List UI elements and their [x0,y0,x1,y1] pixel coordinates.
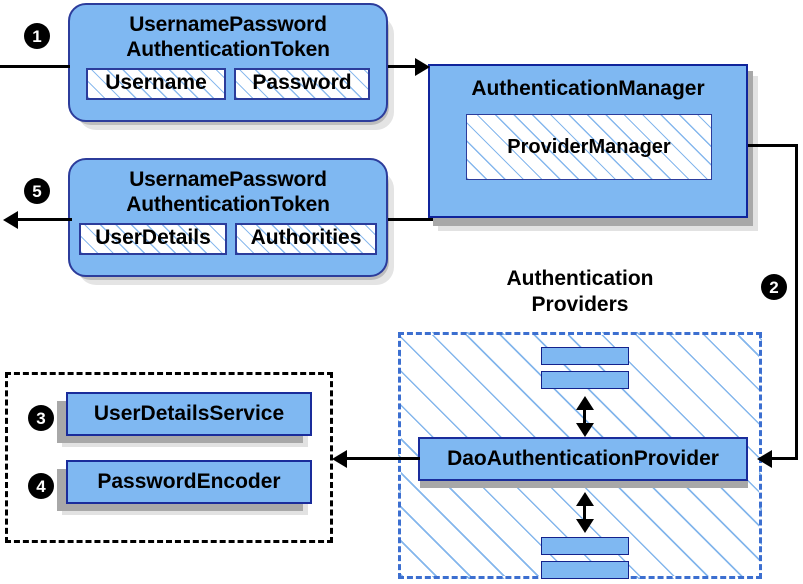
provider-chain-arrow-up-bottom [576,492,594,506]
manager-to-providers-line-vertical [795,144,798,460]
authentication-manager-title: AuthenticationManager [471,77,705,100]
authentication-manager-box[interactable]: AuthenticationManager ProviderManager [428,64,748,218]
request-to-manager-line [388,65,423,68]
provider-placeholder-top-2[interactable] [541,371,629,389]
provider-placeholder-bottom-2[interactable] [541,561,629,579]
provider-chain-arrow-up-top [576,396,594,410]
request-token-title: UsernamePassword AuthenticationToken [70,5,386,62]
authorities-field[interactable]: Authorities [235,223,377,255]
provider-chain-line-bottom [583,500,586,522]
provider-manager-box[interactable]: ProviderManager [466,114,712,180]
response-token-title: UsernamePassword AuthenticationToken [70,160,386,217]
request-inbound-line [0,65,70,68]
passwordencoder-box[interactable]: PasswordEncoder [66,460,312,504]
step-badge-5: 5 [24,178,50,204]
provider-chain-arrow-down-bottom [576,519,594,533]
provider-dependencies-container [5,372,333,543]
dao-to-dependencies-arrowhead [332,450,347,468]
provider-placeholder-top-1[interactable] [541,347,629,365]
request-token-fields: Username Password [70,68,386,100]
response-token-title-line2: AuthenticationToken [126,193,330,216]
response-outbound-arrowhead [3,211,18,229]
authentication-providers-label: Authentication Providers [460,266,700,318]
userdetailsservice-box[interactable]: UserDetailsService [66,392,312,436]
dao-authentication-provider-box[interactable]: DaoAuthenticationProvider [418,437,748,481]
dao-to-dependencies-line [345,457,420,460]
response-authentication-token-box[interactable]: UsernamePassword AuthenticationToken Use… [68,158,388,277]
provider-chain-arrow-down-top [576,423,594,437]
response-outbound-line [16,218,72,221]
password-field[interactable]: Password [234,68,370,100]
request-token-title-line2: AuthenticationToken [126,38,330,61]
step-badge-1: 1 [24,23,50,49]
providers-label-line1: Authentication [506,267,654,290]
username-field[interactable]: Username [86,68,226,100]
response-token-fields: UserDetails Authorities [70,223,386,255]
step-badge-2: 2 [761,274,787,300]
provider-placeholder-bottom-1[interactable] [541,537,629,555]
request-authentication-token-box[interactable]: UsernamePassword AuthenticationToken Use… [68,3,388,122]
manager-to-providers-line-top [748,144,798,147]
request-token-title-line1: UsernamePassword [129,13,327,36]
userdetails-field[interactable]: UserDetails [79,223,227,255]
step-badge-4: 4 [28,473,54,499]
step-badge-3: 3 [28,405,54,431]
request-to-manager-arrowhead [415,58,430,76]
manager-to-providers-arrowhead [757,450,772,468]
provider-chain-line-top [583,404,586,426]
manager-to-response-line [388,218,433,221]
providers-label-line2: Providers [531,293,629,316]
manager-to-providers-line-bottom [762,457,798,460]
response-token-title-line1: UsernamePassword [129,168,327,191]
